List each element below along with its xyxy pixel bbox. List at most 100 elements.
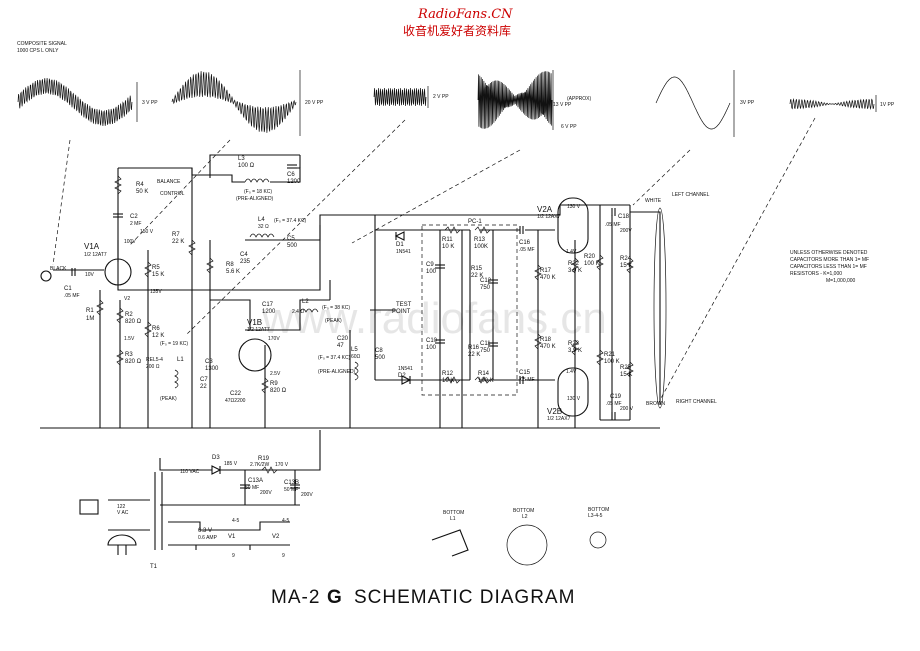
waveform-3-amplitude: 2 V PP [433, 94, 449, 100]
bottom-view-2-label: BOTTOM [513, 508, 534, 514]
r20-value: 100 K [584, 261, 600, 267]
r17-label: R17 [540, 268, 552, 274]
d2-type: 1N541 [398, 366, 413, 372]
r21-label: R21 [604, 352, 616, 358]
waveform-13v: 13 V PP (APPROX) 6 V PP [477, 70, 592, 130]
c13a-value: 50 MF [245, 485, 259, 491]
capacitors [71, 164, 616, 489]
r13-label: R13 [474, 237, 486, 243]
l4-label: L4 [258, 217, 265, 223]
test-point-label-2: POINT [392, 309, 411, 315]
r5-symbol [144, 261, 152, 278]
r21-symbol [596, 349, 604, 366]
r25-symbol [626, 361, 634, 378]
filament-amp: 0.6 AMP [198, 535, 218, 541]
waveform-path [17, 77, 133, 127]
r7-label: R7 [172, 232, 180, 238]
v170-label: 170V [268, 336, 280, 342]
r8-label: R8 [226, 262, 234, 268]
v2-label: V2 [124, 296, 130, 302]
r23-value: 3.9 K [568, 348, 582, 354]
d1-type: 1N541 [396, 249, 411, 255]
d1-symbol [394, 231, 405, 241]
l3-prealigned: (PRE-ALIGNED) [236, 196, 274, 202]
notes-block: UNLESS OTHERWISE DENOTED CAPACITORS MORE… [790, 250, 869, 284]
r2-value: 820 Ω [125, 319, 142, 325]
l1-coil [174, 369, 179, 389]
l4-freq: (F₀ = 37.4 KC) [274, 218, 307, 224]
filament-label: 6.3 V [198, 528, 212, 534]
l4-value: 32 Ω [258, 224, 269, 230]
waveform-4-amplitude-2: 6 V PP [561, 124, 577, 130]
note-line-1: UNLESS OTHERWISE DENOTED [790, 250, 868, 256]
v2-heater-label: V2 [272, 534, 280, 540]
control-label: CONTROL [160, 191, 185, 197]
l5-coil [354, 361, 359, 381]
bottom-view-3-sub: L3-4-5 [588, 513, 603, 519]
r1-label: R1 [86, 308, 94, 314]
c15-value: .05 MF [519, 377, 535, 383]
c1-value: .05 MF [64, 293, 80, 299]
waveform-sine: 3V PP [655, 70, 755, 137]
watermark-subtitle: 收音机爱好者资料库 [403, 23, 511, 38]
v130a-label: 130 V [567, 204, 581, 210]
c20-value: 47 [337, 343, 344, 349]
r23-label: R23 [568, 341, 580, 347]
c15-label: C15 [519, 370, 531, 376]
r11-label: R11 [442, 237, 453, 243]
c11-label: C11 [480, 341, 491, 347]
waveform-2v: 2 V PP [373, 86, 449, 108]
t1-label: T1 [150, 564, 158, 570]
c18-value: .05 MF [605, 222, 621, 228]
tube-v1a: V1A 1/2 12AT7 [84, 242, 132, 286]
waveform-path [477, 71, 553, 129]
r4-label: R4 [136, 182, 144, 188]
title-suffix: G [327, 587, 343, 608]
r20-label: R20 [584, 254, 596, 260]
r24-value: 15 K [620, 263, 632, 269]
r12-value: 10 K [442, 378, 454, 384]
r11-symbol [444, 226, 461, 234]
vac110-label: 110 VAC [180, 469, 200, 475]
d2-symbol [401, 375, 412, 385]
right-channel-label: RIGHT CHANNEL [676, 399, 717, 405]
l1-label: L1 [177, 357, 184, 363]
waveform-composite: COMPOSITE SIGNAL 1000 CPS L ONLY 3 V PP [17, 41, 158, 127]
r12-symbol [444, 376, 461, 384]
c22-value: 47Ω2200 [225, 398, 246, 404]
l2-freq: (F₀ = 38 KC) [322, 305, 350, 311]
c4-label: C4 [240, 252, 248, 258]
v2b-type: 1/2 12AX7 [547, 416, 571, 422]
r1-value: 1M [86, 316, 94, 322]
bottom-view-1-sub: L1 [450, 516, 456, 522]
v130b-label: 130 V [567, 396, 581, 402]
waveform-1-amplitude: 3 V PP [142, 100, 158, 106]
v14b-label: 1.4V [566, 369, 577, 375]
waveform-2-amplitude: 20 V PP [305, 100, 324, 106]
waveform-trace-4 [477, 71, 553, 129]
r14-symbol [474, 376, 491, 384]
r3-label: R3 [125, 352, 133, 358]
c19-voltage: 200 V [620, 406, 634, 412]
c2-label: C2 [130, 214, 138, 220]
note-line-2: CAPACITORS MORE THAN 1= MF [790, 257, 869, 263]
vac122b-label: V AC [117, 510, 129, 516]
r3-symbol [116, 349, 124, 366]
c13a-voltage: 200V [260, 490, 272, 496]
pin9a-label: 9 [232, 553, 235, 559]
waveform-path [789, 97, 875, 111]
probe-lines [52, 117, 816, 401]
watermark-center: www.radiofans.cn [261, 294, 607, 343]
waveform-trace-6 [789, 97, 875, 111]
r23-symbol [571, 339, 579, 356]
r5-value: 15 K [152, 272, 164, 278]
c13b-value: 50 MF [284, 487, 298, 493]
output-jacks: BLACK WHITE LEFT CHANNEL BROWN RIGHT CHA… [40, 192, 717, 409]
composite-label-2: 1000 CPS L ONLY [17, 48, 59, 54]
bottom-view-3-label: BOTTOM [588, 507, 609, 513]
bottom-view-1-icon [431, 529, 469, 557]
c5-label: C5 [287, 236, 295, 242]
rel-label: REL5-4 [146, 357, 163, 363]
r19-value: 2.7K/2W [250, 462, 269, 468]
waveform-1v: 1V PP [789, 95, 895, 112]
